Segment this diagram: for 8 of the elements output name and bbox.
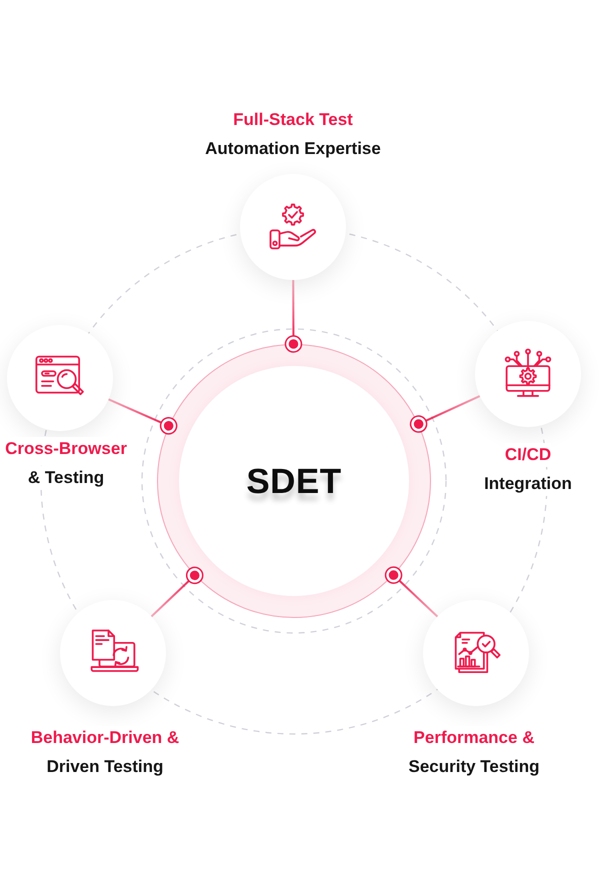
node-subtitle: & Testing xyxy=(28,466,104,490)
connector-line xyxy=(410,395,480,433)
connector-line xyxy=(284,280,302,353)
connector-line xyxy=(108,398,178,435)
connector-line xyxy=(150,566,204,618)
center-title: SDET xyxy=(246,464,342,498)
connector-line xyxy=(384,566,438,618)
node-title: CI/CD xyxy=(504,443,552,467)
